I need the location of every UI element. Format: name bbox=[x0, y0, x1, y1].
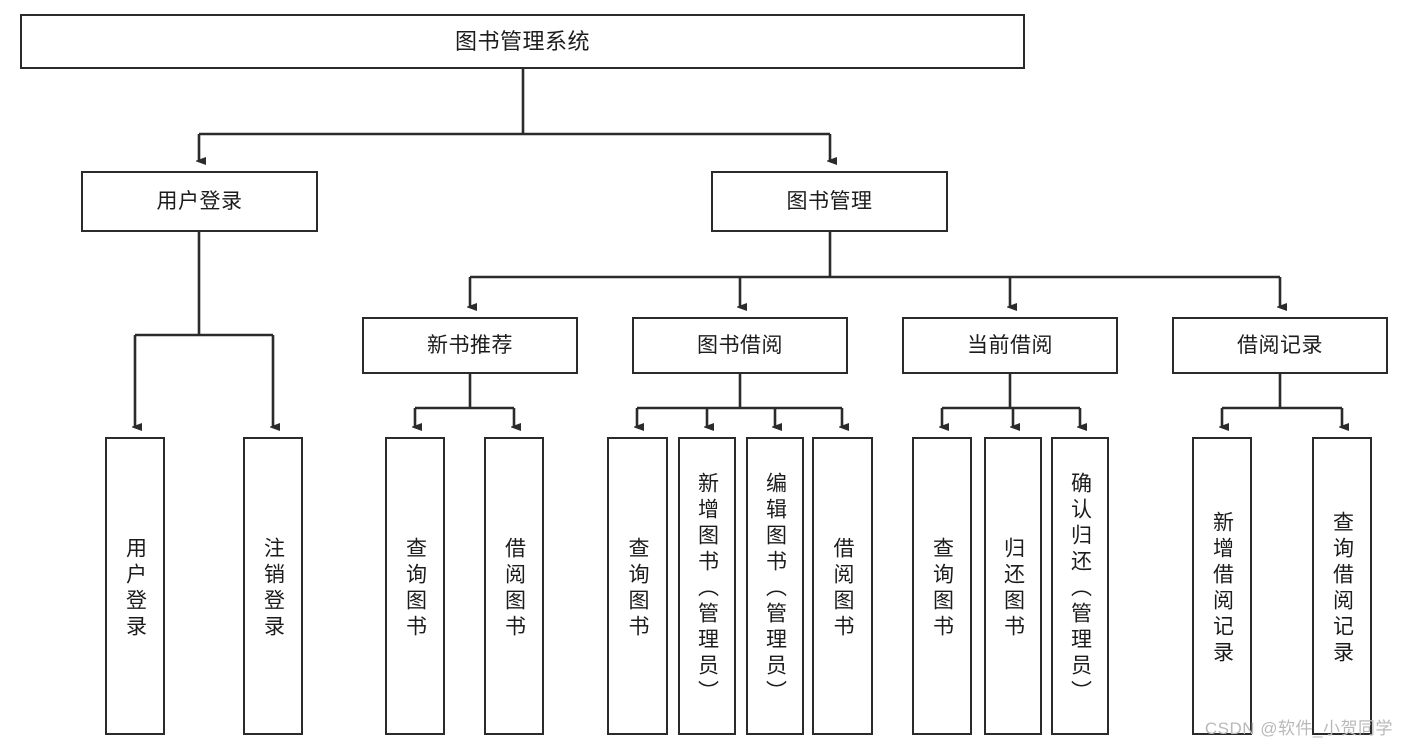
leaf-edit-book-admin[interactable]: 编辑图书（管理员） bbox=[746, 437, 804, 735]
node-label: 查询借阅记录 bbox=[1330, 511, 1354, 667]
leaf-add-book-admin[interactable]: 新增图书（管理员） bbox=[678, 437, 736, 735]
leaf-borrow-book-borrow[interactable]: 借阅图书 bbox=[812, 437, 873, 735]
node-book-management-system[interactable]: 图书管理系统 bbox=[20, 14, 1025, 69]
node-label: 查询图书 bbox=[930, 537, 954, 641]
node-label: 查询图书 bbox=[403, 537, 427, 641]
leaf-return-book[interactable]: 归还图书 bbox=[984, 437, 1042, 735]
leaf-confirm-return-admin[interactable]: 确认归还（管理员） bbox=[1051, 437, 1109, 735]
node-current-borrow[interactable]: 当前借阅 bbox=[902, 317, 1118, 374]
node-label: 图书管理系统 bbox=[454, 28, 590, 54]
node-book-borrow[interactable]: 图书借阅 bbox=[632, 317, 848, 374]
node-new-book-recommend[interactable]: 新书推荐 bbox=[362, 317, 578, 374]
node-label: 编辑图书（管理员） bbox=[763, 472, 787, 706]
node-user-login[interactable]: 用户登录 bbox=[81, 171, 318, 232]
node-label: 用户登录 bbox=[156, 190, 243, 213]
leaf-logout-login[interactable]: 注销登录 bbox=[243, 437, 303, 735]
node-label: 新书推荐 bbox=[427, 334, 513, 357]
node-label: 确认归还（管理员） bbox=[1068, 472, 1092, 706]
node-borrow-record[interactable]: 借阅记录 bbox=[1172, 317, 1388, 374]
node-label: 用户登录 bbox=[123, 537, 147, 641]
leaf-borrow-book-recommend[interactable]: 借阅图书 bbox=[484, 437, 544, 735]
node-label: 当前借阅 bbox=[967, 334, 1053, 357]
leaf-user-login[interactable]: 用户登录 bbox=[105, 437, 165, 735]
node-book-manage[interactable]: 图书管理 bbox=[711, 171, 948, 232]
node-label: 查询图书 bbox=[626, 537, 649, 641]
leaf-query-book-borrow[interactable]: 查询图书 bbox=[607, 437, 668, 735]
leaf-add-borrow-record[interactable]: 新增借阅记录 bbox=[1192, 437, 1252, 735]
node-label: 新增借阅记录 bbox=[1210, 511, 1234, 667]
node-label: 借阅图书 bbox=[831, 537, 854, 641]
leaf-query-book-current[interactable]: 查询图书 bbox=[912, 437, 972, 735]
node-label: 图书借阅 bbox=[697, 334, 783, 357]
leaf-query-borrow-record[interactable]: 查询借阅记录 bbox=[1312, 437, 1372, 735]
node-label: 图书管理 bbox=[786, 190, 873, 213]
node-label: 归还图书 bbox=[1001, 537, 1025, 641]
csdn-watermark: CSDN @软件_小贺同学 bbox=[1204, 719, 1393, 738]
node-label: 借阅记录 bbox=[1237, 334, 1323, 357]
node-label: 注销登录 bbox=[261, 537, 285, 641]
leaf-query-book-recommend[interactable]: 查询图书 bbox=[385, 437, 445, 735]
node-label: 新增图书（管理员） bbox=[695, 472, 719, 706]
node-label: 借阅图书 bbox=[502, 537, 526, 641]
